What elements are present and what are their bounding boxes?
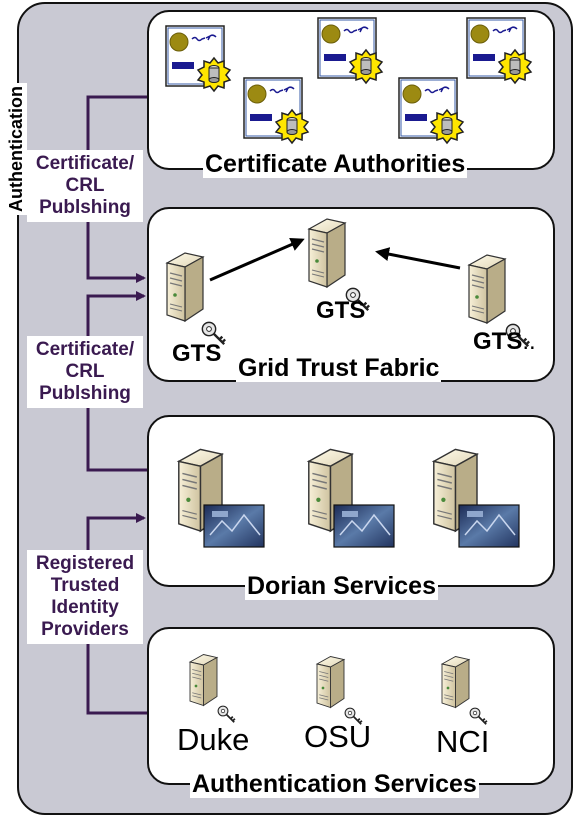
authentication-services-title: Authentication Services (190, 770, 479, 798)
label-line: CRL (65, 175, 105, 196)
label-line: Identity (51, 597, 119, 618)
label-line: Trusted (50, 575, 120, 596)
certificate-authorities-title: Certificate Authorities (203, 150, 468, 178)
label-line: Providers (41, 619, 129, 640)
gts-label-left: GTS (172, 340, 222, 367)
crl-publishing-label-2: Certificate/ CRL Publshing (27, 336, 143, 408)
label-line: Certificate/ (35, 339, 135, 360)
crl-publishing-label-1: Certificate/ CRL Publshing (27, 150, 143, 222)
label-line: Registered (35, 553, 135, 574)
dorian-server-3-icon (433, 448, 520, 548)
label-line: Certificate/ (35, 153, 135, 174)
gts-label-right-ellipsis: .. (522, 328, 536, 355)
label-line: Publshing (39, 383, 131, 404)
gts-label-right: GTS.. (473, 328, 536, 356)
registered-idps-label: Registered Trusted Identity Providers (27, 550, 143, 644)
dorian-server-1-icon (178, 448, 265, 548)
dorian-services-panel (147, 415, 555, 587)
institution-duke: Duke (177, 722, 250, 757)
label-line: Publshing (39, 197, 131, 218)
label-line: CRL (65, 361, 105, 382)
institution-nci: NCI (436, 724, 490, 759)
authentication-services-panel (147, 627, 555, 785)
gts-label-right-text: GTS (473, 328, 523, 355)
dorian-server-2-icon (308, 448, 395, 548)
duke-server-icon (189, 654, 236, 724)
dorian-services-title: Dorian Services (245, 572, 438, 600)
grid-trust-fabric-title: Grid Trust Fabric (236, 354, 442, 382)
nci-server-icon (441, 656, 488, 726)
gts-label-center: GTS (316, 297, 366, 324)
institution-osu: OSU (304, 719, 372, 754)
